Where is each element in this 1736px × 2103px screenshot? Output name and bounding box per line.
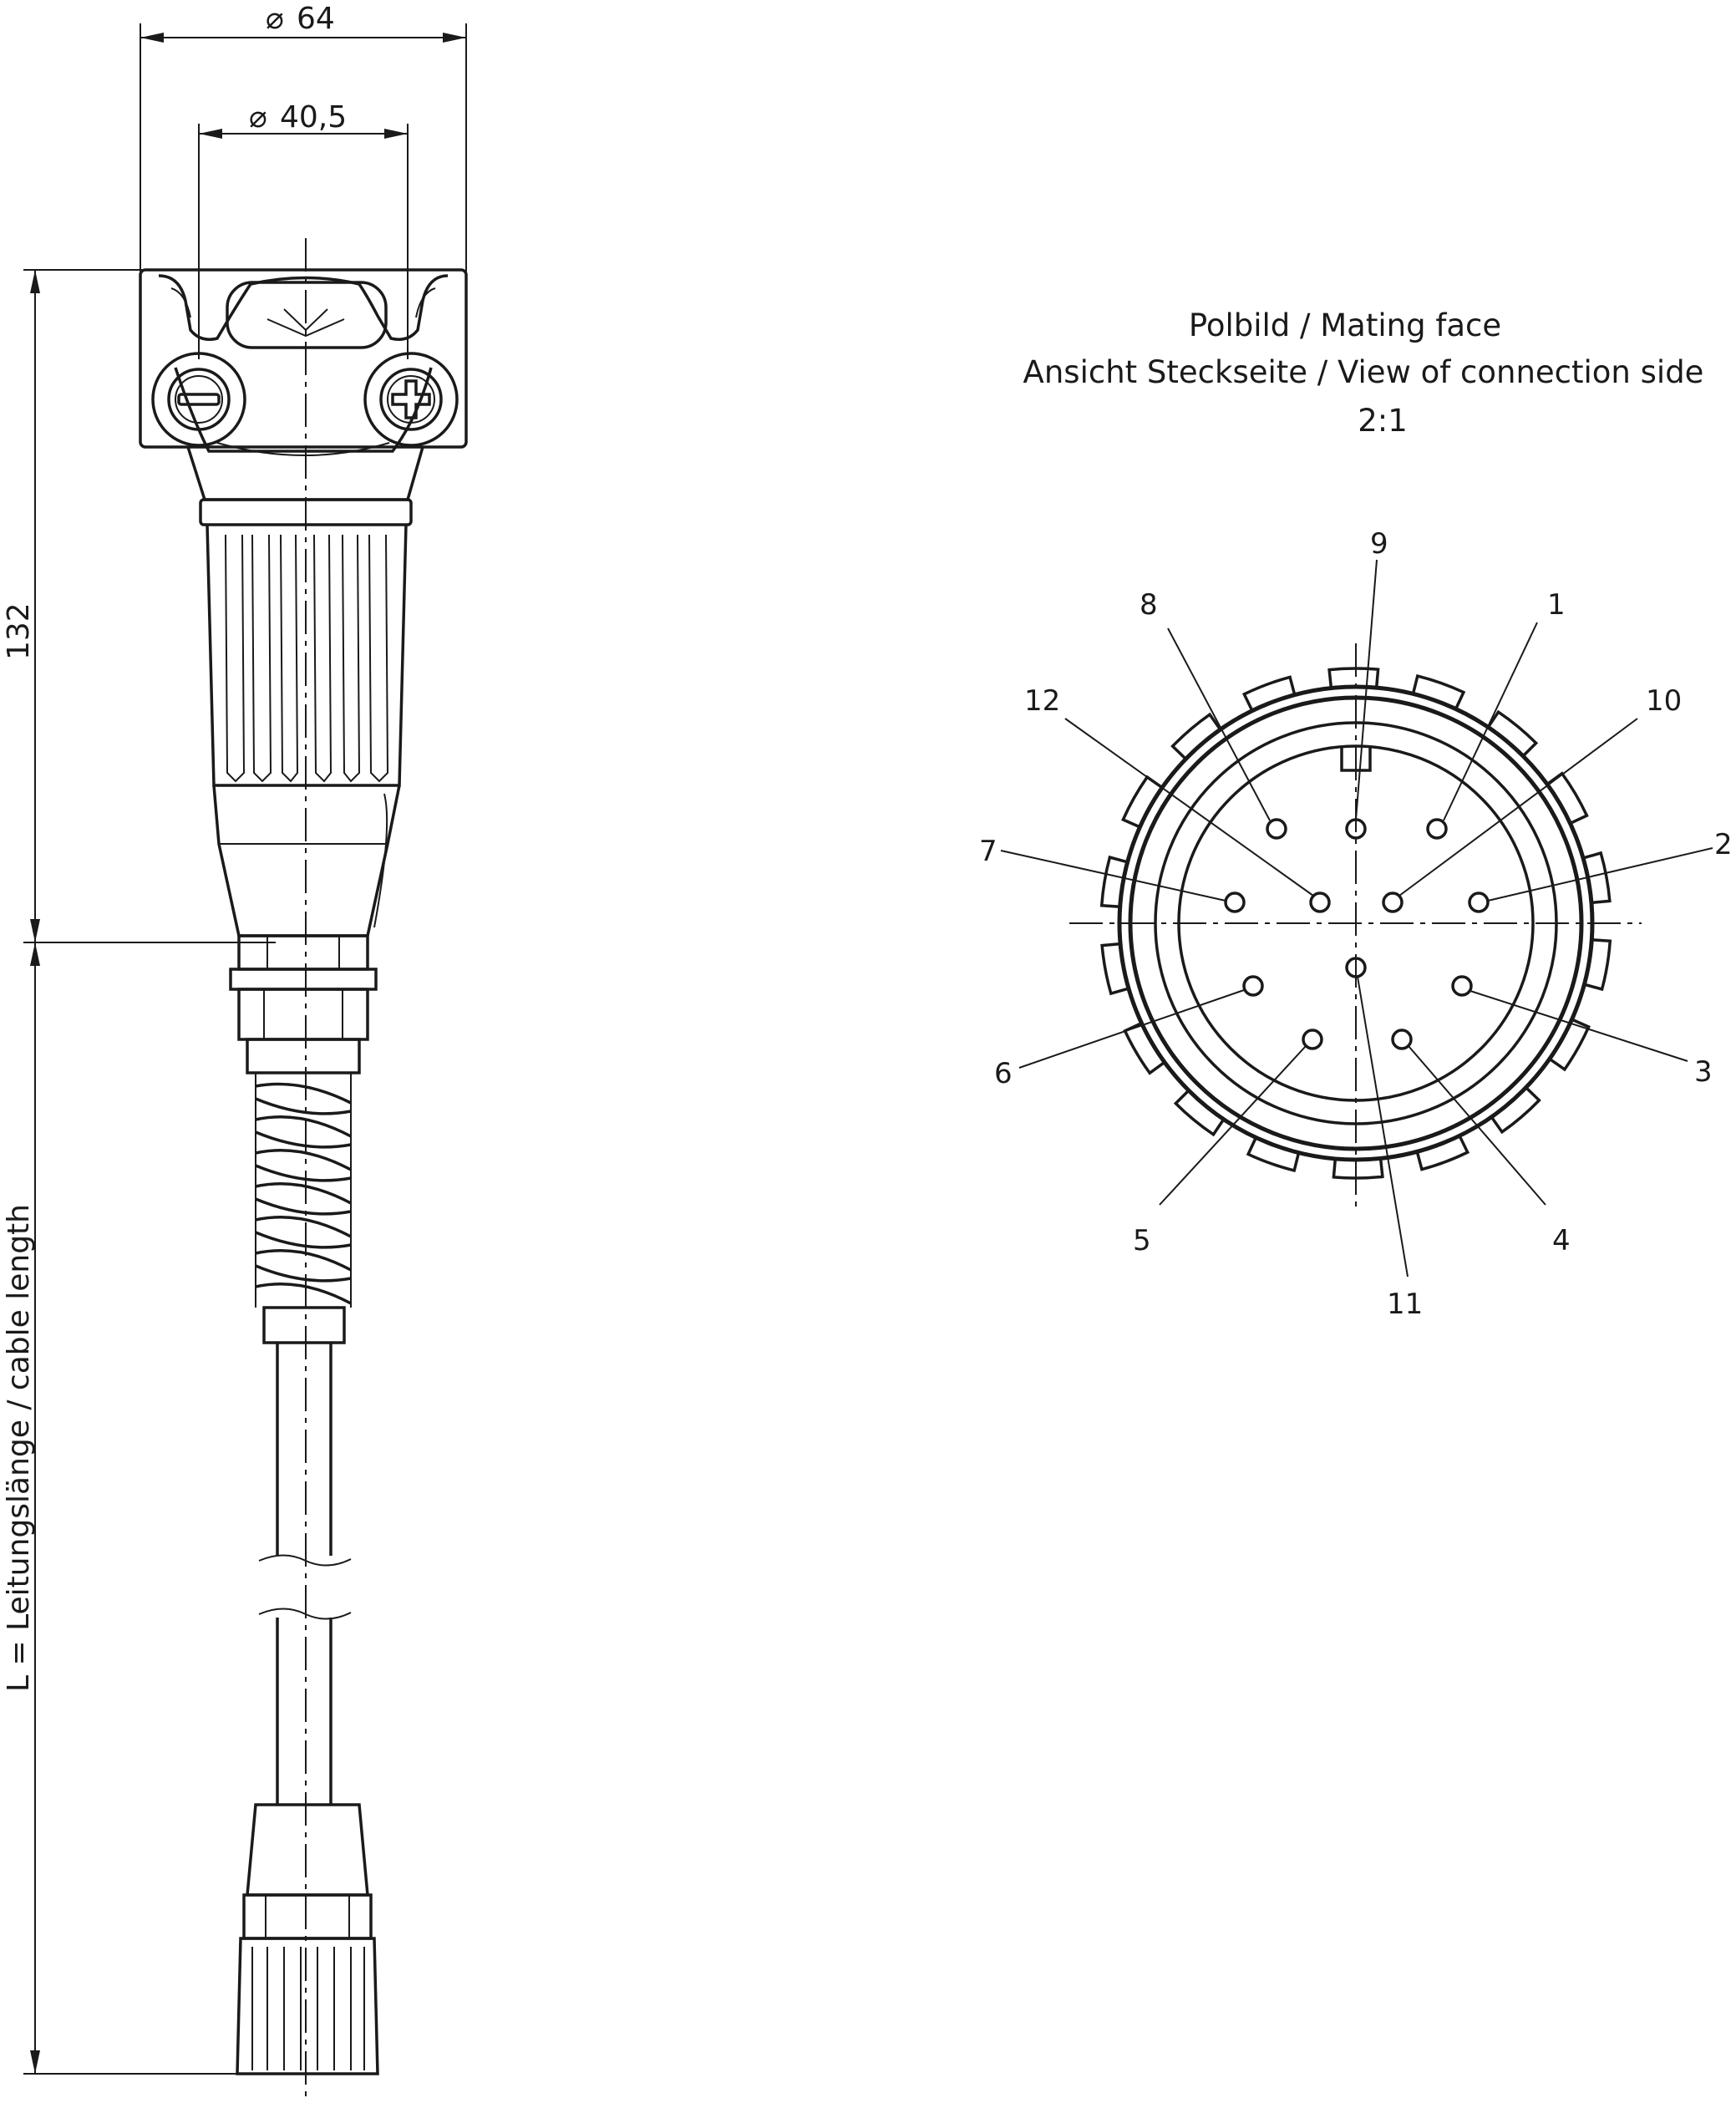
inner-diameter-value: 40,5 (280, 100, 347, 135)
far-end-connector (236, 1803, 379, 2075)
pin-4: 4 (1391, 1029, 1571, 1257)
ring-tooth (1411, 673, 1466, 710)
collar (186, 446, 424, 526)
ring-tooth (1582, 851, 1612, 905)
ring-tooth (1100, 942, 1129, 996)
plus-terminal-icon (363, 352, 459, 447)
minus-terminal-icon (151, 352, 246, 447)
pin-11: 11 (1345, 957, 1423, 1321)
outer-diameter-value: 64 (297, 2, 335, 36)
pin-6-label: 6 (994, 1057, 1013, 1090)
pin-1-label: 1 (1547, 588, 1566, 622)
pin-11-label: 11 (1387, 1288, 1423, 1321)
connection-side-title: Ansicht Steckseite / View of connection … (1023, 354, 1704, 390)
pin-3: 3 (1451, 975, 1713, 1089)
pin-2: 2 (1468, 828, 1733, 913)
pin-1: 1 (1426, 588, 1566, 840)
dimension-cable-length: L = Leitungslänge / cable length (2, 942, 251, 2075)
dimension-housing-height: 132 (2, 269, 276, 943)
pin-8: 8 (1140, 588, 1287, 840)
mating-face-title: Polbild / Mating face (1189, 307, 1501, 343)
cable-length-label: L = Leitungslänge / cable length (2, 1204, 36, 1692)
ring-tooth (1490, 1086, 1541, 1135)
ring-tooth (1546, 771, 1589, 825)
pin-8-label: 8 (1140, 588, 1158, 622)
side-view: ⌀ 64 ⌀ 40,5 132 L = Leit (2, 2, 468, 2103)
cable (258, 1343, 352, 1805)
ring-tooth (1170, 712, 1222, 760)
pin-9-label: 9 (1370, 527, 1388, 561)
mating-face-view: Polbild / Mating face Ansicht Steckseite… (979, 307, 1733, 1321)
pin-3-label: 3 (1694, 1055, 1713, 1089)
ring-tooth (1583, 937, 1612, 992)
ring-tooth (1415, 1135, 1470, 1171)
pin-7-label: 7 (979, 835, 997, 868)
pin-12: 12 (1024, 684, 1331, 913)
pin-6: 6 (994, 975, 1264, 1090)
diameter-symbol: ⌀ (266, 2, 284, 36)
pin-12-label: 12 (1024, 684, 1060, 718)
ring-tooth (1173, 1089, 1226, 1137)
pin-4-label: 4 (1552, 1224, 1571, 1257)
ring-teeth (1099, 667, 1612, 1180)
ring-tooth (1486, 709, 1539, 758)
ring-tooth (1332, 1158, 1384, 1180)
pin-7: 7 (979, 835, 1246, 913)
pin-10: 10 (1382, 684, 1682, 913)
ring-tooth (1099, 855, 1129, 909)
ring-tooth (1548, 1018, 1591, 1072)
dimension-inner-diameter: ⌀ 40,5 (198, 100, 409, 359)
connector-head (139, 268, 468, 456)
dimension-outer-diameter: ⌀ 64 (140, 2, 467, 272)
pin-5-label: 5 (1133, 1224, 1151, 1257)
ring-tooth (1246, 1136, 1301, 1173)
strain-relief-spring (255, 1073, 352, 1344)
diameter-symbol-2: ⌀ (249, 100, 267, 135)
pin-2-label: 2 (1714, 828, 1733, 861)
cable-gland (229, 934, 378, 1074)
pin-5: 5 (1133, 1029, 1323, 1257)
housing-height-value: 132 (2, 602, 36, 660)
pin-10-label: 10 (1646, 684, 1682, 718)
ring-tooth (1327, 667, 1380, 688)
ribbed-grip (206, 524, 408, 787)
scale-label: 2:1 (1358, 403, 1408, 439)
ring-tooth (1241, 675, 1297, 712)
pin-9: 9 (1345, 527, 1388, 840)
